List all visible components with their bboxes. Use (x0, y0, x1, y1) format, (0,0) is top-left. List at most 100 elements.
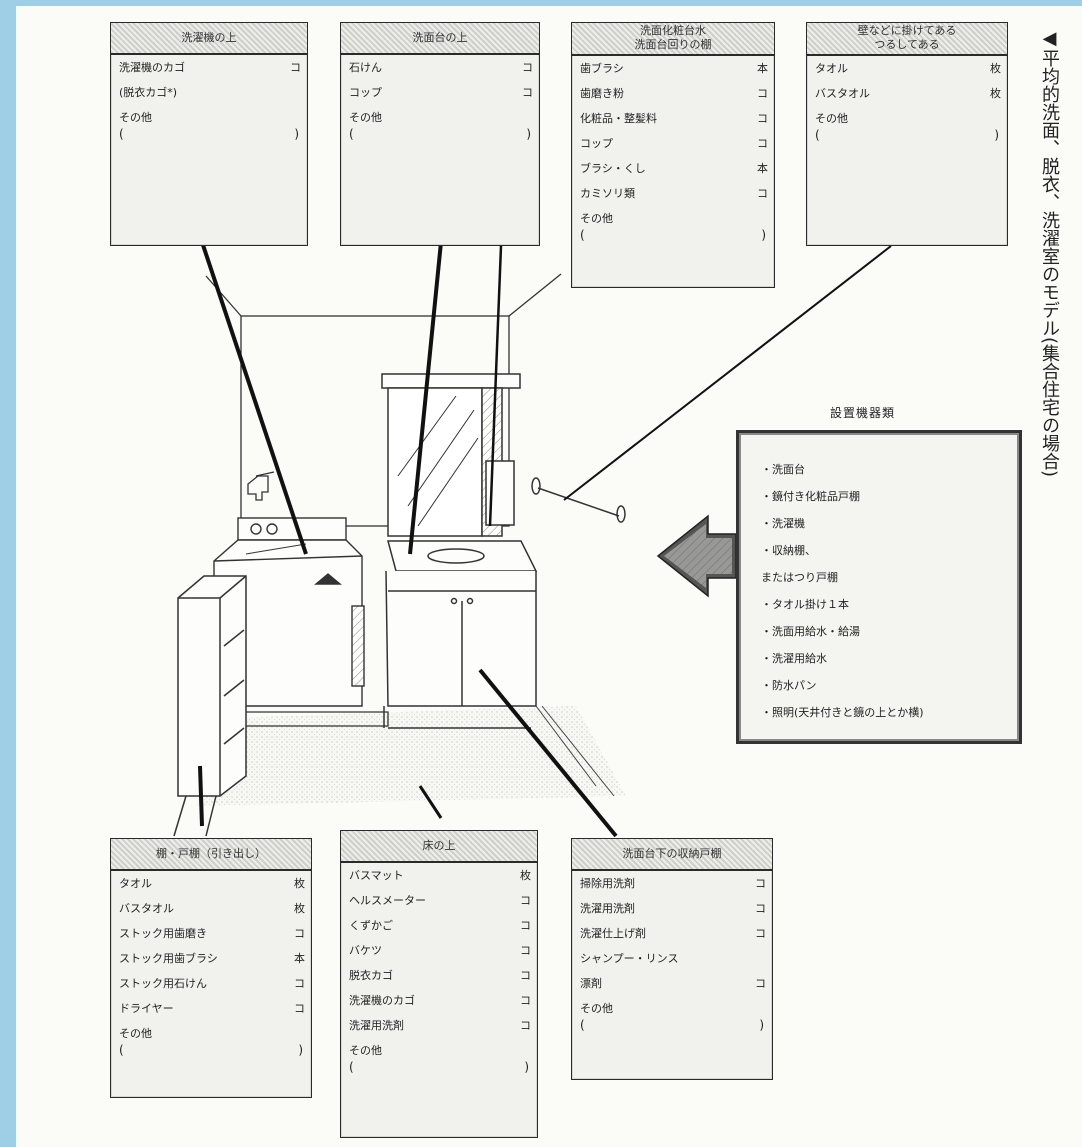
washing-machine-illustration (213, 517, 365, 707)
item-unit: コ (522, 86, 533, 99)
item-unit: コ (757, 87, 768, 100)
box-item: 石けんコ (349, 59, 533, 84)
box-item-list: タオル 枚バスタオル枚 (807, 56, 1007, 110)
box-basin-top: 洗面台の上石けんココップコその他() (340, 22, 540, 246)
item-unit: コ (294, 1002, 305, 1015)
item-name: バスタオル (119, 902, 174, 915)
vanity-illustration (381, 373, 538, 729)
box-item: コップコ (580, 135, 768, 160)
open-paren: ( (349, 127, 354, 141)
box-item: 歯ブラシ 本 (580, 60, 768, 85)
item-name: ブラシ・くし (580, 162, 646, 175)
item-unit: 本 (294, 952, 305, 965)
open-paren: ( (580, 1018, 585, 1032)
item-unit: コ (522, 61, 533, 74)
item-unit: コ (757, 187, 768, 200)
box-item: (脱衣カゴ*) (119, 84, 301, 109)
blank-entry: () (807, 128, 1007, 142)
item-name: バスタオル (815, 87, 870, 100)
item-unit: コ (520, 994, 531, 1007)
item-unit: 枚 (294, 877, 305, 890)
equipment-item: またはつり戸棚 (761, 571, 838, 584)
equipment-title: 設置機器類 (830, 406, 896, 420)
item-name: 化粧品・整髪料 (580, 112, 657, 125)
box-item: バスマット枚 (349, 867, 531, 892)
box-title: 洗面台下の収納戸棚 (572, 839, 772, 871)
equipment-item: ・照明(天井付きと鏡の上とか横) (761, 706, 924, 719)
item-name: タオル (119, 877, 152, 890)
item-unit: コ (520, 944, 531, 957)
box-item: ストック用歯磨きコ (119, 925, 305, 950)
box-item: 洗濯用洗剤コ (580, 900, 766, 925)
box-item-list: タオル枚バスタオル枚ストック用歯磨きコストック用歯ブラシ本ストック用石けんコドラ… (111, 871, 311, 1025)
equipment-item: ・収納棚、 (761, 544, 816, 557)
item-name: コップ (349, 86, 382, 99)
item-unit: コ (757, 112, 768, 125)
box-item: 洗濯機のカゴコ (119, 59, 301, 84)
item-name: 洗濯機のカゴ (119, 61, 185, 74)
item-other: その他 (119, 1027, 152, 1040)
equipment-item: ・洗面台 (761, 463, 805, 476)
open-paren: ( (349, 1060, 354, 1074)
item-unit: コ (755, 902, 766, 915)
item-other: その他 (349, 1044, 382, 1057)
box-item: くずかご コ (349, 917, 531, 942)
item-name: 洗濯用洗剤 (349, 1019, 404, 1032)
box-floor: 床の上バスマット枚ヘルスメーターコくずかごコバケツコ脱衣カゴコ洗濯機のカゴコ洗濯… (340, 830, 538, 1138)
box-item: ドライヤー コ (119, 1000, 305, 1025)
item-name: 脱衣カゴ (349, 969, 393, 982)
blank-entry: () (111, 1043, 311, 1057)
item-name: タオル (815, 62, 848, 75)
box-item: バケツ コ (349, 942, 531, 967)
item-unit: コ (520, 969, 531, 982)
box-item: 洗濯機のカゴ コ (349, 992, 531, 1017)
open-paren: ( (580, 228, 585, 242)
item-name: ヘルスメーター (349, 894, 426, 907)
item-name: (脱衣カゴ*) (119, 86, 178, 99)
blank-entry: () (341, 127, 539, 141)
item-unit: 枚 (294, 902, 305, 915)
item-name: 歯ブラシ (580, 62, 624, 75)
item-name: ドライヤー (119, 1002, 174, 1015)
box-title: 壁などに掛けてある つるしてある (807, 23, 1007, 56)
box-under-sink: 洗面台下の収納戸棚掃除用洗剤コ洗濯用洗剤コ洗濯仕上げ剤コシャンプー・リンス漂剤コ… (571, 838, 773, 1080)
box-item: ブラシ・くし本 (580, 160, 768, 185)
box-cabinet: 洗面化粧台水 洗面台回りの棚歯ブラシ本歯磨き粉コ化粧品・整髪料ココップコブラシ・… (571, 22, 775, 288)
item-name: コップ (580, 137, 613, 150)
equipment-item: ・洗濯機 (761, 517, 805, 530)
equipment-item: ・防水パン (761, 679, 817, 692)
box-item: 洗濯用洗剤コ (349, 1017, 531, 1042)
close-paren: ) (994, 128, 999, 142)
big-arrow (656, 514, 737, 598)
floor-area (196, 706, 626, 806)
box-item: ストック用歯ブラシ本 (119, 950, 305, 975)
item-unit: コ (755, 977, 766, 990)
paper-sheet: ◀平均的洗面、脱衣、洗濯室のモデル(集合住宅の場合) 設置機器類 ・洗面台・鏡付… (16, 6, 1082, 1147)
item-unit: 枚 (520, 869, 531, 882)
close-paren: ) (761, 228, 766, 242)
box-item: バスタオル枚 (815, 85, 1001, 110)
box-item: シャンプー・リンス (580, 950, 766, 975)
item-name: 洗濯機のカゴ (349, 994, 415, 1007)
item-unit: 枚 (990, 62, 1001, 75)
item-name: ストック用歯磨き (119, 927, 207, 940)
item-unit: 本 (757, 62, 768, 75)
item-other: その他 (815, 112, 848, 125)
item-other: その他 (580, 1002, 613, 1015)
box-title: 洗面化粧台水 洗面台回りの棚 (572, 23, 774, 56)
box-item: 掃除用洗剤コ (580, 875, 766, 900)
open-paren: ( (815, 128, 820, 142)
item-name: 掃除用洗剤 (580, 877, 635, 890)
item-name: バケツ (349, 944, 382, 957)
box-title: 洗濯機の上 (111, 23, 307, 55)
blank-entry: () (572, 228, 774, 242)
blank-entry: () (341, 1060, 537, 1074)
equipment-item: ・鏡付き化粧品戸棚 (761, 490, 860, 503)
item-unit: コ (520, 894, 531, 907)
item-name: 漂剤 (580, 977, 602, 990)
back-wall (205, 273, 562, 527)
box-item: コップ コ (349, 84, 533, 109)
item-unit: コ (520, 919, 531, 932)
box-item: ストック用石けんコ (119, 975, 305, 1000)
item-name: くずかご (349, 919, 393, 932)
